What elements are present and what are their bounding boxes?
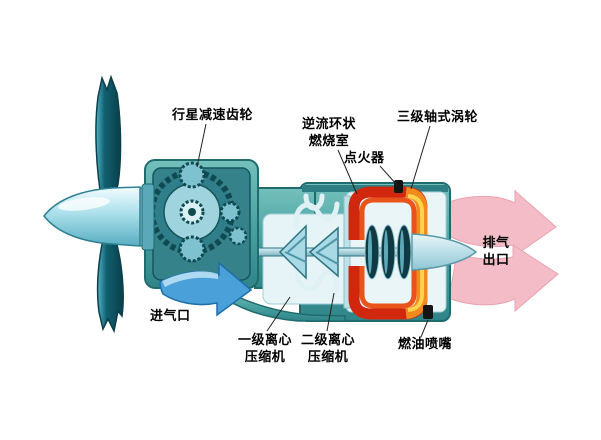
duct-pipe-top bbox=[293, 201, 340, 231]
fuel-nozzle-label: 燃油喷嘴 bbox=[398, 337, 453, 352]
propeller-blade-upper bbox=[95, 74, 122, 204]
propeller-blade-lower bbox=[96, 239, 124, 334]
planetary-gear-set bbox=[149, 161, 248, 263]
intake-arrow bbox=[159, 261, 253, 317]
combustor-lower bbox=[348, 266, 428, 320]
planet-gear-bottom bbox=[178, 235, 206, 263]
compressor-stage-2 bbox=[308, 226, 339, 278]
turbine-disk-1-sheen bbox=[368, 230, 372, 274]
exhaust-label: 排气 出口 bbox=[482, 236, 510, 268]
combustor-label: 逆流环状 燃烧室 bbox=[301, 117, 356, 149]
exhaust-plume bbox=[443, 189, 559, 313]
idler-gear bbox=[228, 226, 248, 246]
combustor-lower-flame-core bbox=[407, 266, 424, 312]
combustor-upper bbox=[348, 186, 428, 240]
leader-line-turbine bbox=[410, 125, 431, 190]
lower-cowl bbox=[218, 289, 346, 322]
leader-line-planetary-gear bbox=[196, 123, 207, 168]
leader-line-igniter bbox=[379, 165, 398, 186]
impeller-1-vanes bbox=[284, 235, 307, 263]
igniter-label: 点火器 bbox=[344, 151, 385, 166]
hub-ring-rear bbox=[141, 183, 155, 251]
turbine-disks bbox=[364, 224, 412, 280]
duct-pipe-upper-loop bbox=[303, 193, 325, 211]
impeller-2-vanes bbox=[315, 237, 339, 265]
combustor-lower-liner bbox=[359, 266, 417, 309]
spinner-cone bbox=[43, 186, 141, 247]
inlet-label: 进气口 bbox=[150, 309, 191, 324]
sun-gear-hub bbox=[188, 208, 196, 216]
compressor1-label: 一级离心 压缩机 bbox=[237, 333, 292, 365]
turbine-label: 三级轴式涡轮 bbox=[397, 110, 479, 125]
planet-gear-top bbox=[178, 161, 206, 189]
turbine-disk-3-sheen bbox=[400, 230, 404, 274]
combustor-upper-liner bbox=[359, 197, 417, 240]
combustor-upper-flame-core bbox=[407, 194, 424, 240]
fuel-nozzle-tip bbox=[423, 305, 433, 319]
compressor2-label: 二级离心 压缩机 bbox=[300, 333, 355, 365]
spinner-highlight bbox=[58, 197, 110, 211]
output-gear bbox=[219, 201, 241, 223]
leader-lines bbox=[196, 123, 431, 338]
turbine-disk-2-sheen bbox=[384, 230, 388, 274]
planetary-gear-label: 行星减速齿轮 bbox=[172, 108, 254, 123]
tail-cone bbox=[411, 233, 478, 271]
duct-pipe-bottom bbox=[294, 261, 340, 293]
compressor-stage-1 bbox=[278, 224, 307, 280]
leader-line-combustor bbox=[337, 149, 358, 195]
impeller-2 bbox=[308, 226, 339, 278]
duct-pipes bbox=[293, 193, 340, 293]
igniter-plug bbox=[394, 180, 403, 193]
intake-arrow-sheen bbox=[162, 271, 218, 287]
leader-line-compressor1 bbox=[266, 296, 291, 332]
leader-line-compressor2 bbox=[326, 292, 335, 332]
exhaust-arrow-lower bbox=[447, 244, 559, 313]
leader-line-fuel-nozzle bbox=[420, 319, 429, 338]
impeller-1 bbox=[278, 224, 307, 280]
